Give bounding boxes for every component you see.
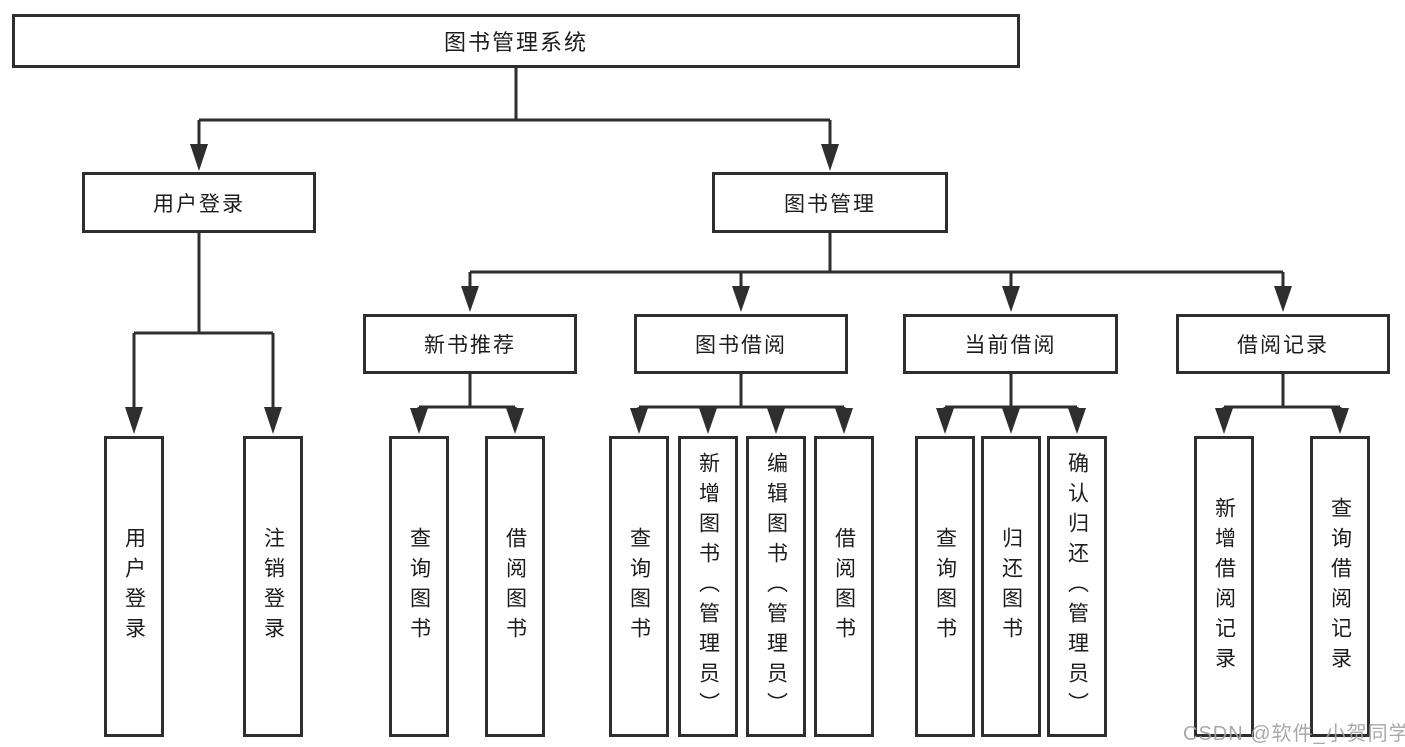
arrowhead-icon	[936, 408, 954, 434]
arrowhead-icon	[1274, 286, 1292, 312]
leaf-add-book-admin: 新增图书（管理员）	[678, 436, 738, 737]
arrowhead-icon	[732, 286, 750, 312]
node-new-book-recommend: 新书推荐	[363, 314, 577, 374]
arrowhead-icon	[630, 408, 648, 434]
csdn-watermark: CSDN @软件_小贺同学	[1183, 723, 1405, 745]
arrowhead-icon	[461, 286, 479, 312]
leaf-label: 借阅图书	[832, 526, 856, 647]
node-book-borrow: 图书借阅	[634, 314, 848, 374]
arrowhead-icon	[125, 407, 143, 434]
arrowhead-icon	[699, 408, 717, 434]
leaf-label: 查询借阅记录	[1328, 496, 1352, 677]
leaf-label: 借阅图书	[503, 526, 527, 647]
leaf-borrow-book-1: 借阅图书	[485, 436, 545, 737]
arrowhead-icon	[264, 407, 282, 434]
leaf-label: 确认归还（管理员）	[1065, 451, 1089, 722]
leaf-query-book-2: 查询图书	[609, 436, 669, 737]
node-borrow-records: 借阅记录	[1176, 314, 1390, 374]
arrowhead-icon	[821, 144, 839, 171]
node-user-login: 用户登录	[82, 172, 316, 233]
arrowhead-icon	[190, 144, 208, 171]
arrowhead-icon	[410, 408, 428, 434]
leaf-confirm-return-admin: 确认归还（管理员）	[1047, 436, 1107, 737]
arrowhead-icon	[767, 408, 785, 434]
leaf-label: 归还图书	[999, 526, 1023, 647]
leaf-query-book-3: 查询图书	[915, 436, 975, 737]
arrowhead-icon	[1331, 408, 1349, 434]
leaf-user-login: 用户登录	[104, 436, 164, 737]
leaf-logout: 注销登录	[243, 436, 303, 737]
node-current-borrow: 当前借阅	[903, 314, 1118, 374]
arrowhead-icon	[1068, 408, 1086, 434]
node-root-system: 图书管理系统	[12, 14, 1020, 68]
leaf-label: 查询图书	[407, 526, 431, 647]
arrowhead-icon	[1215, 408, 1233, 434]
leaf-label: 新增图书（管理员）	[696, 451, 720, 722]
leaf-label: 编辑图书（管理员）	[764, 451, 788, 722]
leaf-return-book: 归还图书	[981, 436, 1041, 737]
arrowhead-icon	[1002, 286, 1020, 312]
arrowhead-icon	[835, 408, 853, 434]
leaf-label: 查询图书	[933, 526, 957, 647]
node-book-management: 图书管理	[712, 172, 948, 233]
leaf-add-borrow-record: 新增借阅记录	[1194, 436, 1254, 737]
leaf-label: 新增借阅记录	[1212, 496, 1236, 677]
arrowheads	[125, 144, 1349, 434]
leaf-label: 用户登录	[122, 526, 146, 647]
arrowhead-icon	[506, 408, 524, 434]
leaf-edit-book-admin: 编辑图书（管理员）	[746, 436, 806, 737]
leaf-query-book-1: 查询图书	[389, 436, 449, 737]
leaf-query-borrow-record: 查询借阅记录	[1310, 436, 1370, 737]
leaf-label: 查询图书	[627, 526, 651, 647]
arrowhead-icon	[1002, 408, 1020, 434]
leaf-borrow-book-2: 借阅图书	[814, 436, 874, 737]
leaf-label: 注销登录	[261, 526, 285, 647]
